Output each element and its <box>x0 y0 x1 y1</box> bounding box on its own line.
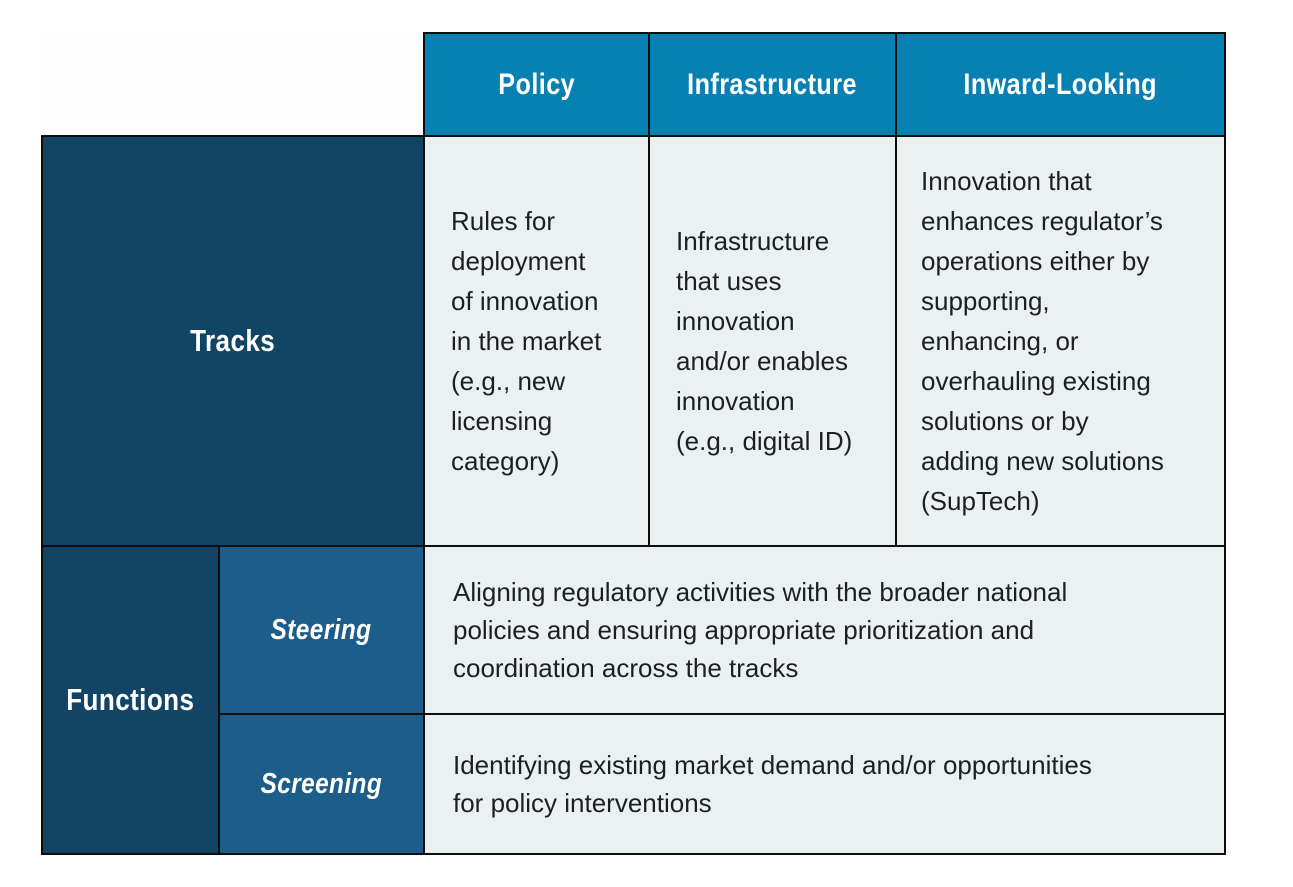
tracks-row-label: Tracks <box>41 135 425 547</box>
corner-spacer-cell <box>41 32 423 135</box>
policy-track-description-text: Rules for deployment of innovation in th… <box>451 206 602 476</box>
col-header-inward-looking-label: Inward-Looking <box>963 67 1158 101</box>
steering-function-label: Steering <box>218 545 425 715</box>
infrastructure-track-description-text: Infrastructure that uses innovation and/… <box>676 226 853 456</box>
col-header-infrastructure: Infrastructure <box>648 32 897 137</box>
col-header-infrastructure-label: Infrastructure <box>687 67 858 101</box>
steering-function-description-text: Aligning regulatory activities with the … <box>453 577 1068 683</box>
steering-function-description: Aligning regulatory activities with the … <box>423 545 1226 715</box>
inward-looking-track-description-text: Innovation that enhances regulator’s ope… <box>921 166 1164 516</box>
inward-looking-track-description: Innovation that enhances regulator’s ope… <box>895 135 1226 547</box>
functions-row-label: Functions <box>41 545 220 855</box>
screening-function-description-text: Identifying existing market demand and/o… <box>453 750 1092 818</box>
screening-function-description: Identifying existing market demand and/o… <box>423 713 1226 855</box>
steering-function-label-text: Steering <box>271 613 372 646</box>
col-header-inward-looking: Inward-Looking <box>895 32 1226 137</box>
col-header-policy-label: Policy <box>498 67 575 101</box>
infrastructure-track-description: Infrastructure that uses innovation and/… <box>648 135 897 547</box>
screening-function-label-text: Screening <box>260 767 383 800</box>
functions-row-label-text: Functions <box>66 682 195 717</box>
screening-function-label: Screening <box>218 713 425 855</box>
tracks-row-label-text: Tracks <box>190 323 276 358</box>
policy-track-description: Rules for deployment of innovation in th… <box>423 135 650 547</box>
col-header-policy: Policy <box>423 32 650 137</box>
